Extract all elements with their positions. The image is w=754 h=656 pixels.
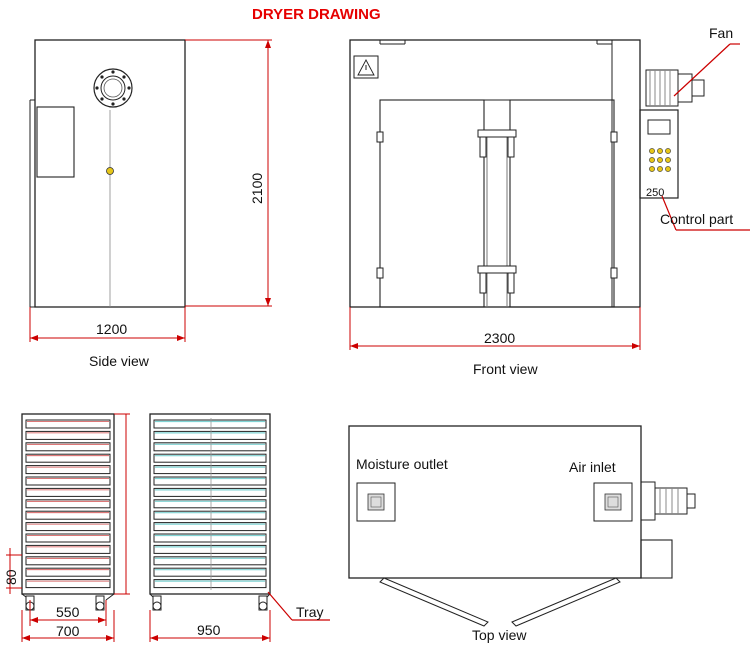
side-height-dimension: 2100: [249, 173, 265, 204]
tray-side: [25, 476, 111, 486]
tray-front: [153, 567, 267, 577]
tray-front: [153, 476, 267, 486]
tray-stack-side: [25, 419, 111, 589]
drawing-title: DRYER DRAWING: [252, 6, 381, 23]
side-indicator-light: [106, 167, 114, 175]
tray-cart-front: Tray 950: [149, 413, 330, 642]
control-buttons: [649, 148, 671, 172]
tray-front: [153, 430, 267, 440]
tray-front: [153, 487, 267, 497]
front-door-left: [379, 99, 485, 308]
side-width-dimension: 1200: [96, 321, 127, 337]
tray-label: Tray: [296, 604, 323, 620]
tray-side: [25, 499, 111, 509]
tray-side: [25, 533, 111, 543]
top-control-cabinet: [640, 539, 673, 579]
top-fan-icon: [640, 481, 696, 521]
tray-front: [153, 556, 267, 566]
fan-label: Fan: [709, 25, 733, 41]
tray-side: [25, 544, 111, 554]
panel-code: 250: [646, 187, 664, 199]
front-width-dimension: 2300: [484, 330, 515, 346]
fan-icon: [645, 69, 705, 107]
cart-width-dimension: 700: [56, 623, 80, 639]
side-access-panel: [36, 106, 75, 178]
cart-depth-dimension: 950: [197, 622, 221, 638]
side-view: 2100 1200 Side view: [29, 39, 272, 369]
tray-side: [25, 487, 111, 497]
tray-front: [153, 510, 267, 520]
tray-front: [153, 522, 267, 532]
tray-side: [25, 522, 111, 532]
tray-front: [153, 465, 267, 475]
tray-side: [25, 556, 111, 566]
tray-front: [153, 579, 267, 589]
tray-side: [25, 430, 111, 440]
tray-stack-front: [153, 419, 267, 589]
cart-inner-width-dimension: 550: [56, 604, 80, 620]
tray-side: [25, 442, 111, 452]
cart-wheel-icon: [152, 595, 268, 611]
tray-side: [25, 419, 111, 429]
air-inlet-label: Air inlet: [569, 459, 616, 475]
tray-side: [25, 567, 111, 577]
tray-side: [25, 453, 111, 463]
door-latch-top: [477, 129, 517, 158]
tray-front: [153, 533, 267, 543]
tray-front: [153, 499, 267, 509]
tray-front: [153, 544, 267, 554]
tray-spacing-dimension: 80: [3, 569, 19, 585]
top-open-doors: [379, 577, 621, 627]
air-inlet-vent-icon: [593, 482, 633, 522]
tray-front: [153, 419, 267, 429]
side-port-flange: [93, 68, 133, 108]
top-view-label: Top view: [472, 627, 527, 643]
top-view: Moisture outlet Air inlet Top view: [348, 425, 696, 643]
front-door-right: [509, 99, 615, 308]
tray-side: [25, 465, 111, 475]
moisture-outlet-label: Moisture outlet: [356, 456, 448, 472]
control-display: [647, 119, 671, 135]
front-view: 250 Fan Control part 2300 Front view: [349, 25, 750, 377]
tray-front: [153, 453, 267, 463]
moisture-outlet-vent-icon: [356, 482, 396, 522]
control-part-label: Control part: [660, 211, 733, 227]
front-view-label: Front view: [473, 361, 538, 377]
door-latch-bottom: [477, 265, 517, 294]
side-view-label: Side view: [89, 353, 150, 369]
tray-cart-side: 80 550 700: [3, 413, 130, 642]
tray-front: [153, 442, 267, 452]
tray-side: [25, 510, 111, 520]
tray-side: [25, 579, 111, 589]
control-cabinet: [639, 109, 679, 199]
